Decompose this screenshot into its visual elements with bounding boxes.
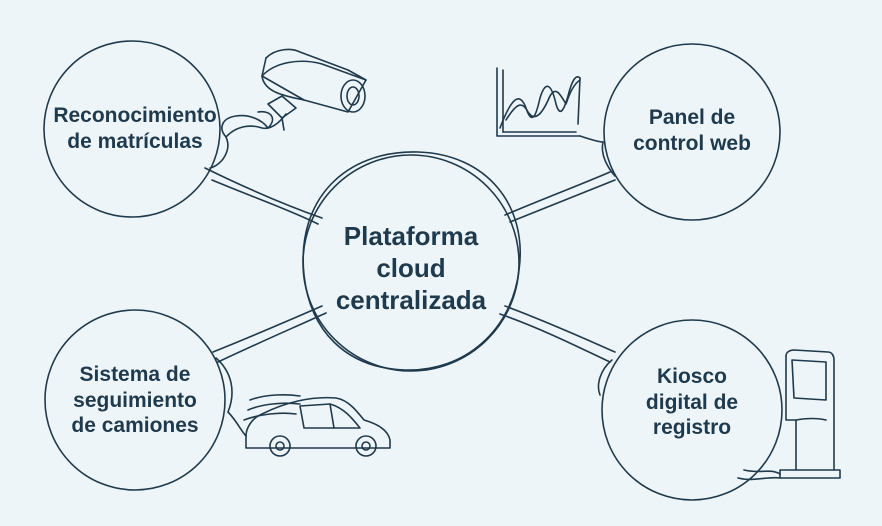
node-label-line: registro [652, 416, 732, 440]
node-label-line: digital de [645, 390, 739, 414]
node-circle-top-left [43, 40, 229, 218]
node-label-line: control web [633, 131, 751, 155]
kiosk-icon [737, 349, 841, 481]
node-label-bottom-left: Sistema de seguimiento de camiones [46, 362, 224, 439]
node-label-line: de camiones [71, 414, 199, 438]
node-label-top-right: Panel de control web [604, 105, 780, 156]
hub-label-line: Plataforma [343, 221, 479, 251]
moving-car-icon [227, 394, 391, 457]
node-circle-top-right [601, 43, 781, 221]
connector-bottom-right [499, 305, 616, 363]
node-label-line: Reconocimiento [53, 104, 217, 127]
node-label-bottom-right: Kiosco digital de registro [612, 364, 772, 441]
hub-label-line: cloud [376, 253, 446, 284]
connector-top-left [204, 167, 323, 225]
connector-bottom-left [212, 305, 327, 363]
node-label-line: seguimiento [73, 388, 197, 412]
node-circle-bottom-right [597, 319, 783, 501]
connector-top-right [504, 171, 616, 223]
hub-label-line: centralizada [335, 285, 487, 316]
hub-circle [302, 151, 521, 372]
hub-label: Plataforma cloud centralizada [311, 220, 511, 317]
node-circle-bottom-left [44, 309, 233, 491]
node-label-line: Kiosco [656, 365, 727, 388]
node-label-line: Panel de [648, 106, 736, 129]
node-label-line: de matrículas [67, 129, 203, 153]
line-chart-icon [496, 67, 604, 143]
node-label-line: Sistema de [79, 363, 191, 386]
security-camera-icon [221, 48, 367, 138]
node-label-top-left: Reconocimiento de matrículas [44, 103, 226, 154]
